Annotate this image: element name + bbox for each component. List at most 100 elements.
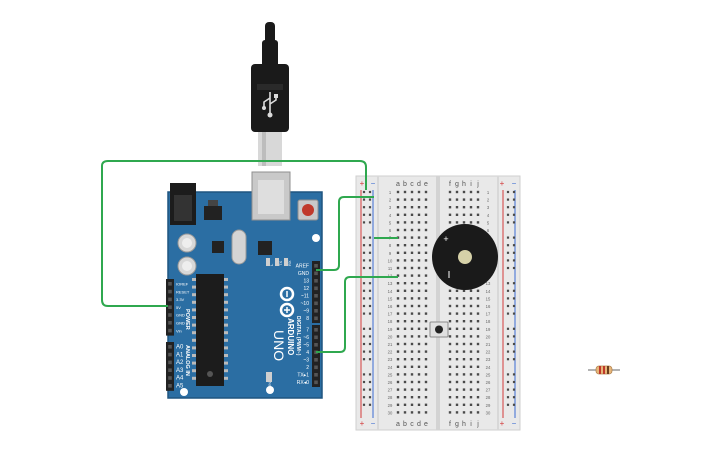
breadboard-label: 3 — [487, 205, 490, 210]
breadboard-label: 15 — [486, 296, 491, 301]
breadboard-label: 14 — [486, 289, 491, 294]
breadboard-label: 28 — [486, 395, 491, 400]
header-pin[interactable] — [314, 301, 318, 306]
header-pin[interactable] — [168, 360, 172, 365]
header-pin[interactable] — [168, 328, 172, 333]
header-pin[interactable] — [168, 321, 172, 325]
header-pin[interactable] — [168, 305, 172, 309]
led-label: RX — [287, 260, 292, 266]
breadboard-label: 16 — [388, 304, 393, 309]
reset-button[interactable] — [297, 199, 319, 221]
wire-gnd-to-rail[interactable] — [316, 196, 374, 271]
breadboard-label: 21 — [388, 342, 393, 347]
header-pin[interactable] — [314, 271, 318, 276]
analog-pin-label: A2 — [176, 360, 184, 366]
digital-header-low[interactable] — [312, 325, 320, 387]
led-l — [266, 258, 270, 266]
breadboard-label: 6 — [487, 228, 490, 233]
breadboard-label: 27 — [388, 388, 393, 393]
breadboard-label: 24 — [486, 365, 491, 370]
header-pin[interactable] — [168, 345, 172, 349]
breadboard-label: i — [470, 421, 472, 428]
breadboard-label: 2 — [487, 198, 490, 203]
header-pin[interactable] — [314, 279, 318, 283]
resistor[interactable] — [588, 365, 620, 375]
digital-pin-label: TX▸1 — [297, 373, 309, 379]
header-pin[interactable] — [314, 358, 318, 362]
digital-pin-label: 8 — [306, 316, 309, 322]
breadboard-label: j — [476, 181, 479, 188]
power-pin-label: 5V — [176, 305, 181, 310]
breadboard-label: 27 — [486, 388, 491, 393]
header-pin[interactable] — [168, 282, 172, 286]
usb-cable[interactable] — [251, 22, 289, 166]
header-pin[interactable] — [314, 264, 318, 268]
header-pin[interactable] — [314, 365, 318, 370]
breadboard-label: − — [371, 179, 376, 188]
digital-pin-label: RX◂0 — [297, 380, 309, 386]
breadboard-label: 30 — [388, 410, 393, 415]
led-rx — [284, 258, 288, 266]
header-pin[interactable] — [314, 286, 318, 291]
analog-pin-label: A0 — [176, 345, 184, 351]
digital-pin-label: 4 — [306, 350, 309, 356]
power-header[interactable] — [166, 279, 174, 336]
header-pin[interactable] — [314, 294, 318, 298]
header-pin[interactable] — [314, 380, 318, 385]
header-pin[interactable] — [314, 309, 318, 313]
pushbutton[interactable] — [429, 321, 449, 338]
header-pin[interactable] — [314, 343, 318, 347]
header-pin[interactable] — [168, 376, 172, 380]
header-pin[interactable] — [168, 297, 172, 302]
breadboard-label: i — [470, 181, 472, 188]
wire-5v-to-rail[interactable] — [101, 160, 367, 307]
digital-header-high[interactable] — [312, 261, 320, 323]
breadboard-label: 19 — [388, 327, 393, 332]
breadboard-label: 28 — [388, 395, 393, 400]
breadboard-holes[interactable] — [362, 190, 516, 414]
board-model: UNO — [271, 330, 287, 361]
breadboard-label: a — [396, 181, 400, 188]
breadboard-label: 17 — [486, 312, 491, 317]
header-pin[interactable] — [168, 352, 172, 357]
analog-header[interactable] — [166, 342, 174, 391]
header-pin[interactable] — [314, 316, 318, 321]
breadboard-label: h — [462, 421, 466, 428]
breadboard-label: 23 — [486, 357, 491, 362]
header-pin[interactable] — [168, 313, 172, 317]
breadboard-label: j — [476, 421, 479, 428]
breadboard-label: 2 — [389, 198, 392, 203]
breadboard-label: d — [417, 181, 421, 188]
breadboard-label: 22 — [486, 350, 491, 355]
arduino-logo-icon — [279, 286, 295, 318]
breadboard-label: 16 — [486, 304, 491, 309]
wire-pin-to-buzzer[interactable] — [316, 276, 398, 353]
digital-pin-label: ~11 — [301, 294, 309, 300]
breadboard-label: + — [360, 179, 365, 188]
breadboard-label: 25 — [486, 372, 491, 377]
power-pin-label: GND — [176, 321, 185, 326]
breadboard-label: 18 — [486, 319, 491, 324]
breadboard-label: 19 — [486, 327, 491, 332]
breadboard-label: 23 — [388, 357, 393, 362]
header-pin[interactable] — [314, 328, 318, 332]
header-pin[interactable] — [168, 384, 172, 388]
header-pin[interactable] — [314, 373, 318, 377]
analog-pin-label: A4 — [176, 376, 184, 382]
breadboard-label: g — [455, 421, 459, 428]
breadboard-label: 20 — [486, 334, 491, 339]
breadboard-label: 26 — [486, 380, 491, 385]
digital-pin-label: GND — [298, 271, 310, 277]
breadboard-label: c — [410, 421, 414, 428]
breadboard-label: 8 — [389, 243, 392, 248]
piezo-buzzer[interactable]: + — [432, 224, 498, 290]
header-pin[interactable] — [314, 335, 318, 340]
wires[interactable] — [101, 160, 398, 353]
digital-pin-label: 12 — [303, 286, 309, 292]
header-pin[interactable] — [168, 368, 172, 372]
led-label: TX — [278, 261, 283, 266]
analog-pin-label: A5 — [176, 384, 184, 390]
header-pin[interactable] — [168, 289, 172, 294]
